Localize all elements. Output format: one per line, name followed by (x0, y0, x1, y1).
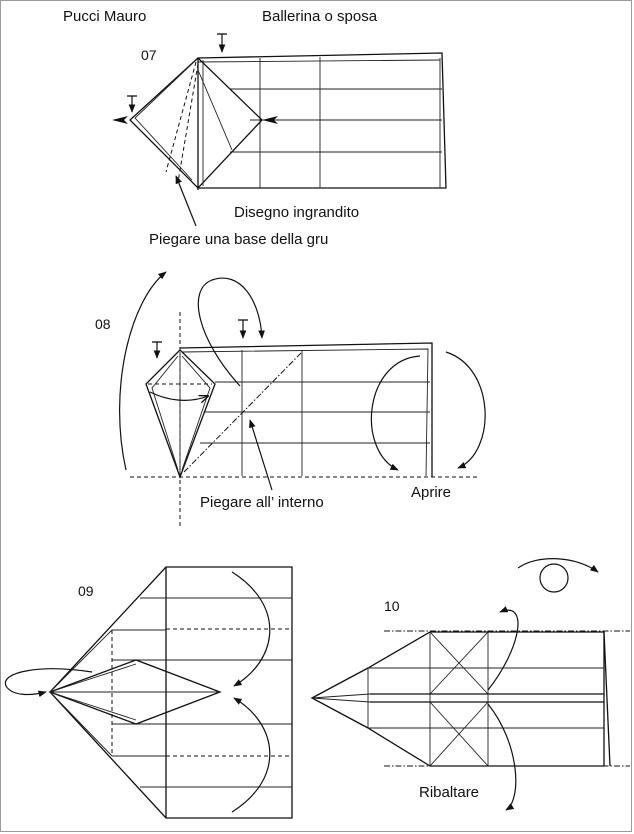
step-08-number: 08 (95, 316, 111, 332)
diagram-title: Ballerina o sposa (262, 8, 378, 25)
step-10-figure (310, 558, 630, 811)
step-09-figure (4, 566, 293, 819)
step-08-label-open: Aprire (411, 484, 452, 501)
author-name: Pucci Mauro (63, 8, 147, 25)
step-08-label-inside-fold: Piegare all’ interno (200, 494, 324, 511)
step-08-figure (119, 271, 486, 528)
step-09-number: 09 (78, 583, 94, 599)
step-07-label-enlarged: Disegno ingrandito (234, 204, 360, 221)
step-07-figure (112, 33, 447, 227)
step-10-number: 10 (384, 598, 400, 614)
step-07-label-crane-base: Piegare una base della gru (149, 231, 329, 248)
step-07-number: 07 (141, 47, 157, 63)
step-10-label-turn-over: Ribaltare (419, 784, 480, 801)
